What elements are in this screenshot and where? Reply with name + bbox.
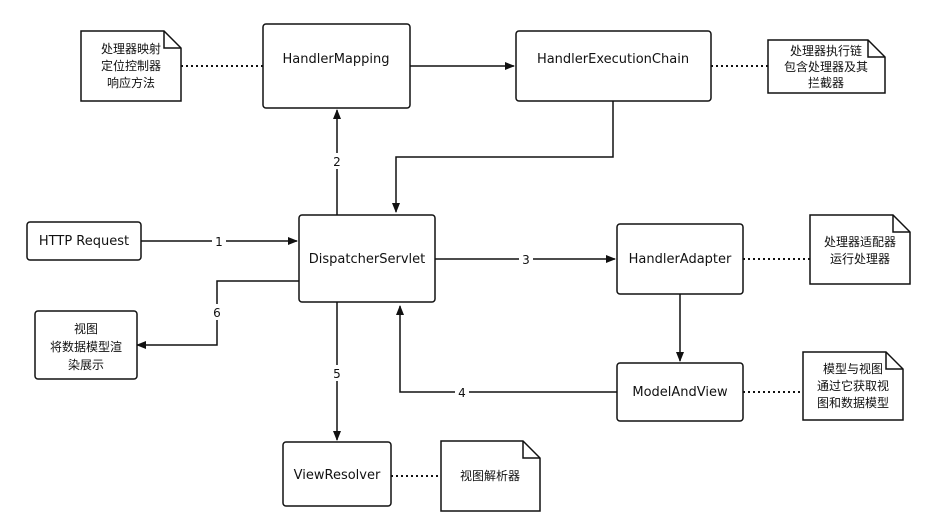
note-connectors xyxy=(181,65,810,477)
step-4-label: 4 xyxy=(458,386,466,400)
node-view: 视图 将数据模型渲 染展示 xyxy=(34,310,138,380)
note-viewresolver-line-1: 视图解析器 xyxy=(460,468,520,483)
step-5-label: 5 xyxy=(333,367,341,381)
step-2-label: 2 xyxy=(333,155,341,169)
node-model-and-view: ModelAndView xyxy=(616,362,744,422)
step-1-label: 1 xyxy=(215,235,223,249)
note-handler-mapping-line-3: 响应方法 xyxy=(107,75,155,90)
view-resolver-label: ViewResolver xyxy=(294,468,381,483)
view-label-line-3: 染展示 xyxy=(68,357,104,372)
node-handler-execution-chain: HandlerExecutionChain xyxy=(515,30,712,102)
note-handler-execution-chain: 处理器执行链 包含处理器及其 拦截器 xyxy=(767,39,886,94)
handler-execution-chain-label: HandlerExecutionChain xyxy=(537,52,689,67)
note-adapter-line-1: 处理器适配器 xyxy=(824,235,896,249)
note-modelandview-line-3: 图和数据模型 xyxy=(817,395,889,410)
note-modelandview-line-2: 通过它获取视 xyxy=(817,378,889,393)
note-handler-mapping-line-1: 处理器映射 xyxy=(101,41,161,56)
handler-adapter-label: HandlerAdapter xyxy=(629,252,732,267)
note-model-and-view: 模型与视图 通过它获取视 图和数据模型 xyxy=(802,351,904,421)
step-3-label: 3 xyxy=(522,253,530,267)
node-handler-mapping: HandlerMapping xyxy=(262,23,411,109)
step-labels: 1 2 3 4 5 6 xyxy=(210,153,533,400)
note-chain-line-2: 包含处理器及其 xyxy=(784,59,868,74)
note-handler-mapping-line-2: 定位控制器 xyxy=(101,58,161,73)
node-handler-adapter: HandlerAdapter xyxy=(616,223,744,295)
node-dispatcher-servlet: DispatcherServlet xyxy=(298,214,436,303)
arrow-modelandview-to-dispatcher xyxy=(396,305,617,393)
view-label-line-1: 视图 xyxy=(74,321,98,336)
model-and-view-label: ModelAndView xyxy=(632,385,728,400)
note-chain-line-1: 处理器执行链 xyxy=(790,43,862,58)
step-6-label: 6 xyxy=(213,306,221,320)
note-handler-adapter: 处理器适配器 运行处理器 xyxy=(809,214,911,285)
note-adapter-line-2: 运行处理器 xyxy=(830,252,890,266)
handler-mapping-label: HandlerMapping xyxy=(283,52,390,67)
note-handler-mapping: 处理器映射 定位控制器 响应方法 xyxy=(80,30,182,102)
arrow-chain-to-dispatcher xyxy=(392,101,614,213)
note-chain-line-3: 拦截器 xyxy=(808,76,844,90)
http-request-label: HTTP Request xyxy=(39,234,129,249)
node-http-request: HTTP Request xyxy=(26,221,142,261)
note-view-resolver: 视图解析器 xyxy=(440,440,541,512)
view-label-line-2: 将数据模型渲 xyxy=(50,339,122,354)
node-view-resolver: ViewResolver xyxy=(282,441,392,507)
dispatcher-servlet-label: DispatcherServlet xyxy=(309,252,425,267)
note-modelandview-line-1: 模型与视图 xyxy=(823,361,883,376)
